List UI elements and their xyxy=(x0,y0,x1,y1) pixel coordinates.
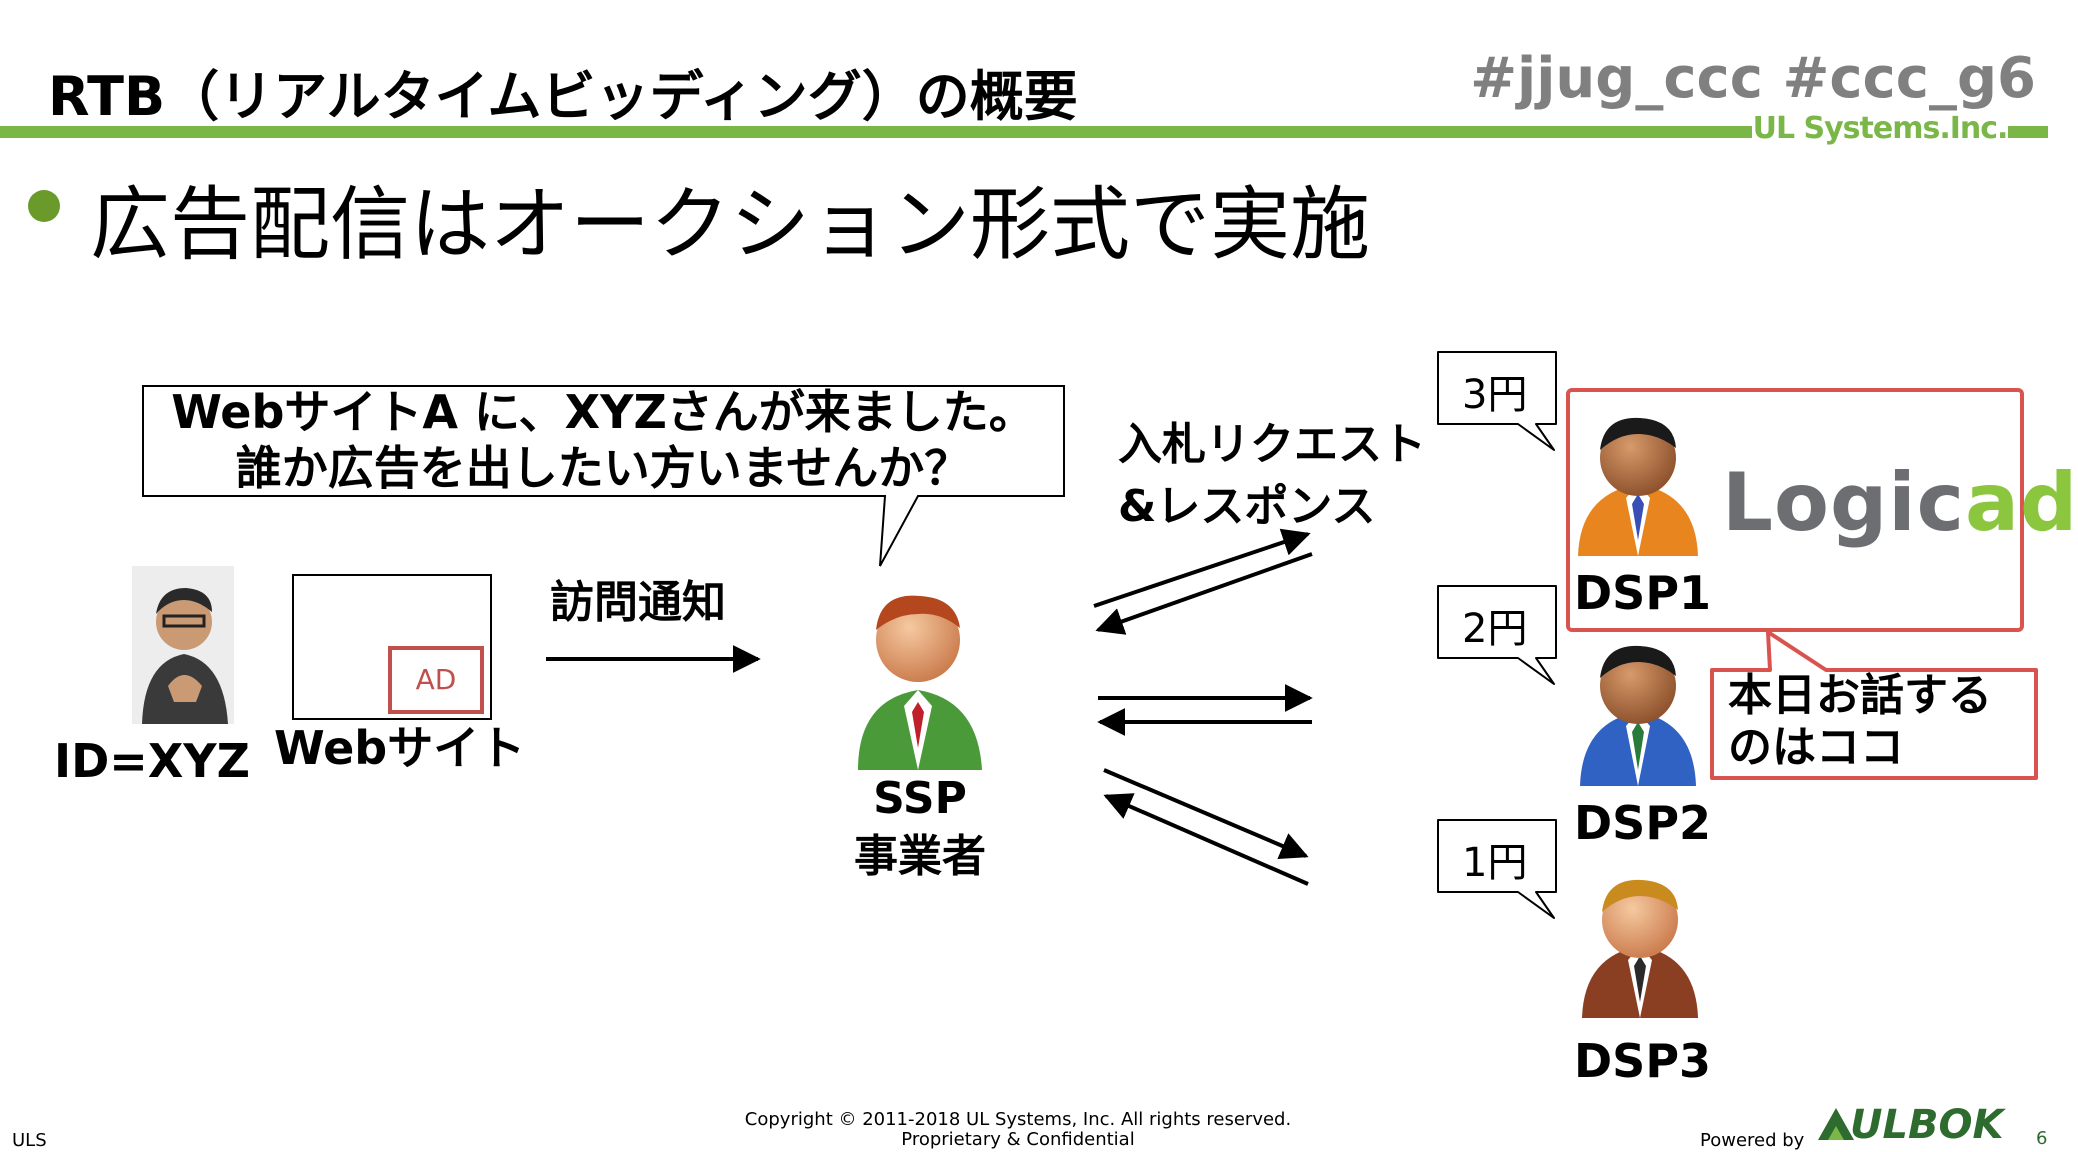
ssp-person-icon xyxy=(858,595,982,770)
ssp-callout: WebサイトA に、XYZさんが来ました。 誰か広告を出したい方いませんか？ xyxy=(144,384,1062,496)
footer-brand: ULBOK xyxy=(1850,1102,2004,1148)
callout-bubble xyxy=(142,385,1065,567)
page-number: 6 xyxy=(2036,1128,2048,1149)
bullet-text: 広告配信はオークション形式で実施 xyxy=(90,178,1370,271)
confidential-line: Proprietary & Confidential xyxy=(901,1129,1135,1150)
callout-line: WebサイトA に、XYZさんが来ました。 xyxy=(171,385,1035,439)
dsp2-person-icon xyxy=(1580,645,1696,786)
note-callout xyxy=(1710,630,2038,780)
price-bubble-dsp3 xyxy=(1437,819,1557,919)
bullet-dot xyxy=(28,190,60,222)
website-label: Webサイト xyxy=(274,721,526,775)
dsp1-person-icon xyxy=(1578,417,1698,556)
logicad-logo: Logicad xyxy=(1722,456,2078,549)
logicad-main: Logic xyxy=(1722,456,1966,549)
user-id-label: ID=XYZ xyxy=(54,734,250,788)
price-dsp3: 1円 xyxy=(1462,840,1528,886)
hashtags: #jjug_ccc #ccc_g6 xyxy=(1470,46,2036,111)
dsp3-label: DSP3 xyxy=(1574,1034,1712,1088)
note-line: 本日お話する xyxy=(1728,670,1992,721)
user-photo xyxy=(132,566,234,724)
request-arrow-dsp1 xyxy=(1093,528,1311,608)
price-bubble-dsp2 xyxy=(1437,585,1557,685)
bid-label-line: &レスポンス xyxy=(1118,481,1376,532)
bid-label: 入札リクエスト &レスポンス xyxy=(1118,414,1426,538)
price-bubble-dsp1 xyxy=(1437,351,1557,451)
slide-title: RTB（リアルタイムビッディング）の概要 xyxy=(48,65,1078,128)
copyright-line: Copyright © 2011-2018 UL Systems, Inc. A… xyxy=(744,1109,1292,1130)
ssp-label: SSP 事業者 xyxy=(846,770,994,886)
response-arrow-dsp3 xyxy=(1103,793,1309,886)
company-logo: UL Systems.Inc. xyxy=(1752,111,2008,146)
logicad-accent: ad xyxy=(1965,456,2078,549)
ssp-label-line: 事業者 xyxy=(854,831,986,882)
powered-by: Powered by xyxy=(1700,1130,1805,1151)
footer-org: ULS xyxy=(12,1130,47,1151)
brand-mountain-icon xyxy=(1818,1108,1854,1140)
note-line: のはココ xyxy=(1728,722,1904,773)
dsp2-label: DSP2 xyxy=(1574,796,1712,850)
request-arrow-dsp3 xyxy=(1103,768,1309,860)
dsp3-person-icon xyxy=(1582,879,1698,1018)
callout-line: 誰か広告を出したい方いませんか？ xyxy=(235,441,971,495)
price-dsp1: 3円 xyxy=(1462,372,1528,418)
footer-copyright: Copyright © 2011-2018 UL Systems, Inc. A… xyxy=(600,1110,1436,1150)
focus-note: 本日お話する のはココ xyxy=(1728,670,1992,774)
response-arrow-dsp1 xyxy=(1095,552,1313,635)
dsp1-label: DSP1 xyxy=(1574,566,1712,620)
ad-slot: AD xyxy=(388,646,484,714)
bid-label-line: 入札リクエスト xyxy=(1118,419,1426,470)
notify-label: 訪問通知 xyxy=(550,577,726,628)
price-dsp2: 2円 xyxy=(1462,606,1528,652)
highlight-box xyxy=(1566,388,2024,632)
header-rule xyxy=(0,126,2048,138)
ssp-label-line: SSP xyxy=(873,773,967,824)
